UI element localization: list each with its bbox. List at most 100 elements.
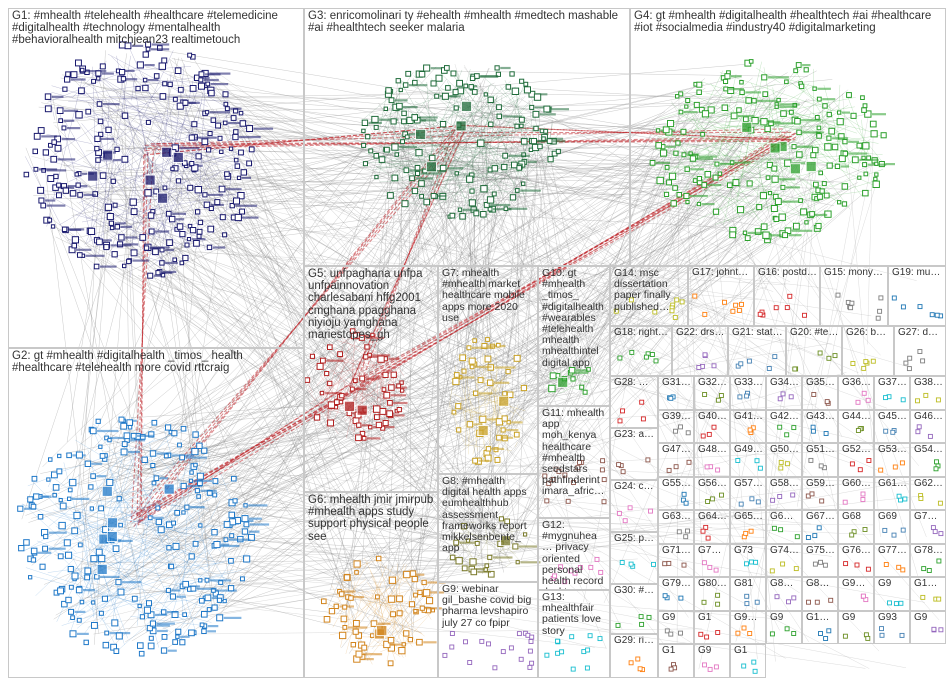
edge bbox=[543, 126, 595, 378]
group-panel-g57: G57: app… bbox=[730, 476, 766, 511]
edge bbox=[737, 162, 762, 167]
edge bbox=[217, 180, 491, 619]
edge bbox=[144, 168, 489, 529]
edge bbox=[367, 161, 575, 488]
edge bbox=[222, 89, 849, 609]
edge bbox=[180, 170, 184, 201]
edge bbox=[141, 537, 494, 567]
group-label: G36: buildin… bbox=[842, 378, 871, 388]
edge bbox=[115, 427, 521, 543]
edge bbox=[244, 359, 501, 562]
group-label: G11: mhealth app moh_kenya healthcare #m… bbox=[542, 407, 605, 498]
edge bbox=[113, 269, 786, 659]
edge bbox=[205, 153, 343, 389]
edge bbox=[173, 248, 196, 532]
group-panel-g91: G1… bbox=[802, 610, 838, 645]
edge bbox=[92, 66, 97, 190]
edge bbox=[443, 176, 774, 203]
edge bbox=[140, 83, 479, 553]
edge bbox=[594, 177, 827, 331]
edge bbox=[197, 628, 702, 635]
group-panel-g6: G6: mhealth jmir jmirpub #mhealth apps s… bbox=[304, 492, 438, 678]
edge bbox=[473, 164, 508, 211]
edge bbox=[387, 190, 868, 581]
group-panel-g11: G11: mhealth app moh_kenya healthcare #m… bbox=[538, 406, 610, 518]
edge bbox=[488, 182, 763, 389]
group-panel-g76: G76: sur… bbox=[838, 543, 874, 578]
edge bbox=[62, 165, 410, 189]
edge bbox=[76, 438, 353, 536]
edge bbox=[45, 96, 455, 99]
edge bbox=[82, 160, 376, 343]
edge bbox=[729, 192, 881, 356]
edge bbox=[512, 131, 825, 395]
edge bbox=[103, 157, 713, 454]
edge bbox=[456, 63, 801, 531]
edge bbox=[44, 364, 567, 585]
edge bbox=[115, 91, 357, 621]
edge bbox=[196, 70, 206, 250]
edge bbox=[78, 97, 521, 446]
edge bbox=[155, 139, 798, 431]
group-panel-g81: G81 bbox=[730, 577, 766, 611]
edge bbox=[480, 104, 899, 618]
edge bbox=[466, 83, 940, 621]
edge bbox=[657, 85, 815, 178]
edge bbox=[199, 155, 507, 544]
group-panel-g13: G13: mhealthfair patients love story bbox=[538, 590, 610, 678]
edge bbox=[311, 130, 386, 383]
group-panel-g70: G7… voi… bbox=[910, 510, 946, 544]
edge bbox=[766, 157, 816, 507]
edge bbox=[347, 78, 706, 368]
edge bbox=[363, 89, 400, 119]
edge bbox=[106, 374, 578, 483]
edge bbox=[147, 175, 397, 396]
group-label: G25: proud suppor… bbox=[614, 534, 655, 544]
edge bbox=[365, 133, 523, 657]
edge bbox=[426, 81, 511, 157]
edge bbox=[389, 114, 781, 519]
edge bbox=[72, 72, 489, 393]
edge bbox=[444, 73, 459, 164]
edge bbox=[204, 331, 598, 511]
edge bbox=[399, 79, 465, 197]
edge bbox=[101, 450, 601, 553]
edge bbox=[230, 203, 756, 481]
edge bbox=[213, 218, 492, 535]
edge bbox=[466, 173, 512, 202]
edge bbox=[41, 102, 766, 228]
strong-edge bbox=[155, 125, 455, 155]
edge bbox=[210, 526, 713, 617]
edge bbox=[48, 216, 477, 533]
edge bbox=[151, 81, 917, 281]
group-label: G6: mhealth jmir jmirpub #mhealth apps s… bbox=[308, 494, 434, 543]
edge bbox=[153, 184, 828, 332]
edge bbox=[391, 172, 700, 458]
edge bbox=[198, 184, 462, 596]
strong-edge bbox=[136, 132, 459, 518]
edge bbox=[152, 262, 381, 389]
group-panel-g4: G4: gt #mhealth #digitalhealth #healthte… bbox=[630, 8, 946, 266]
group-label: G16: postdoc developme… mhealth bbox=[758, 268, 817, 278]
edge bbox=[61, 188, 847, 588]
edge bbox=[798, 119, 831, 159]
edge bbox=[135, 158, 224, 213]
edge bbox=[460, 116, 485, 128]
group-label: G40: excit… work… bbox=[698, 411, 727, 422]
edge bbox=[57, 189, 478, 231]
edge bbox=[504, 160, 529, 390]
edge bbox=[176, 247, 570, 402]
group-panel-g54: G54: die… bbox=[910, 443, 946, 477]
group-label: G1 bbox=[734, 646, 748, 657]
edge bbox=[410, 124, 884, 455]
edge bbox=[189, 149, 701, 450]
group-panel-g39: G39: gate… help… bbox=[658, 409, 694, 444]
edge bbox=[708, 150, 758, 660]
group-label: G14: msc dissertation paper finally publ… bbox=[614, 267, 671, 313]
edge bbox=[138, 140, 569, 383]
group-panel-g21: G21: status nguimhei… bbox=[728, 326, 786, 376]
edge bbox=[132, 235, 487, 399]
group-label: G1… bbox=[806, 612, 830, 623]
edge bbox=[211, 231, 468, 348]
edge bbox=[484, 205, 851, 528]
